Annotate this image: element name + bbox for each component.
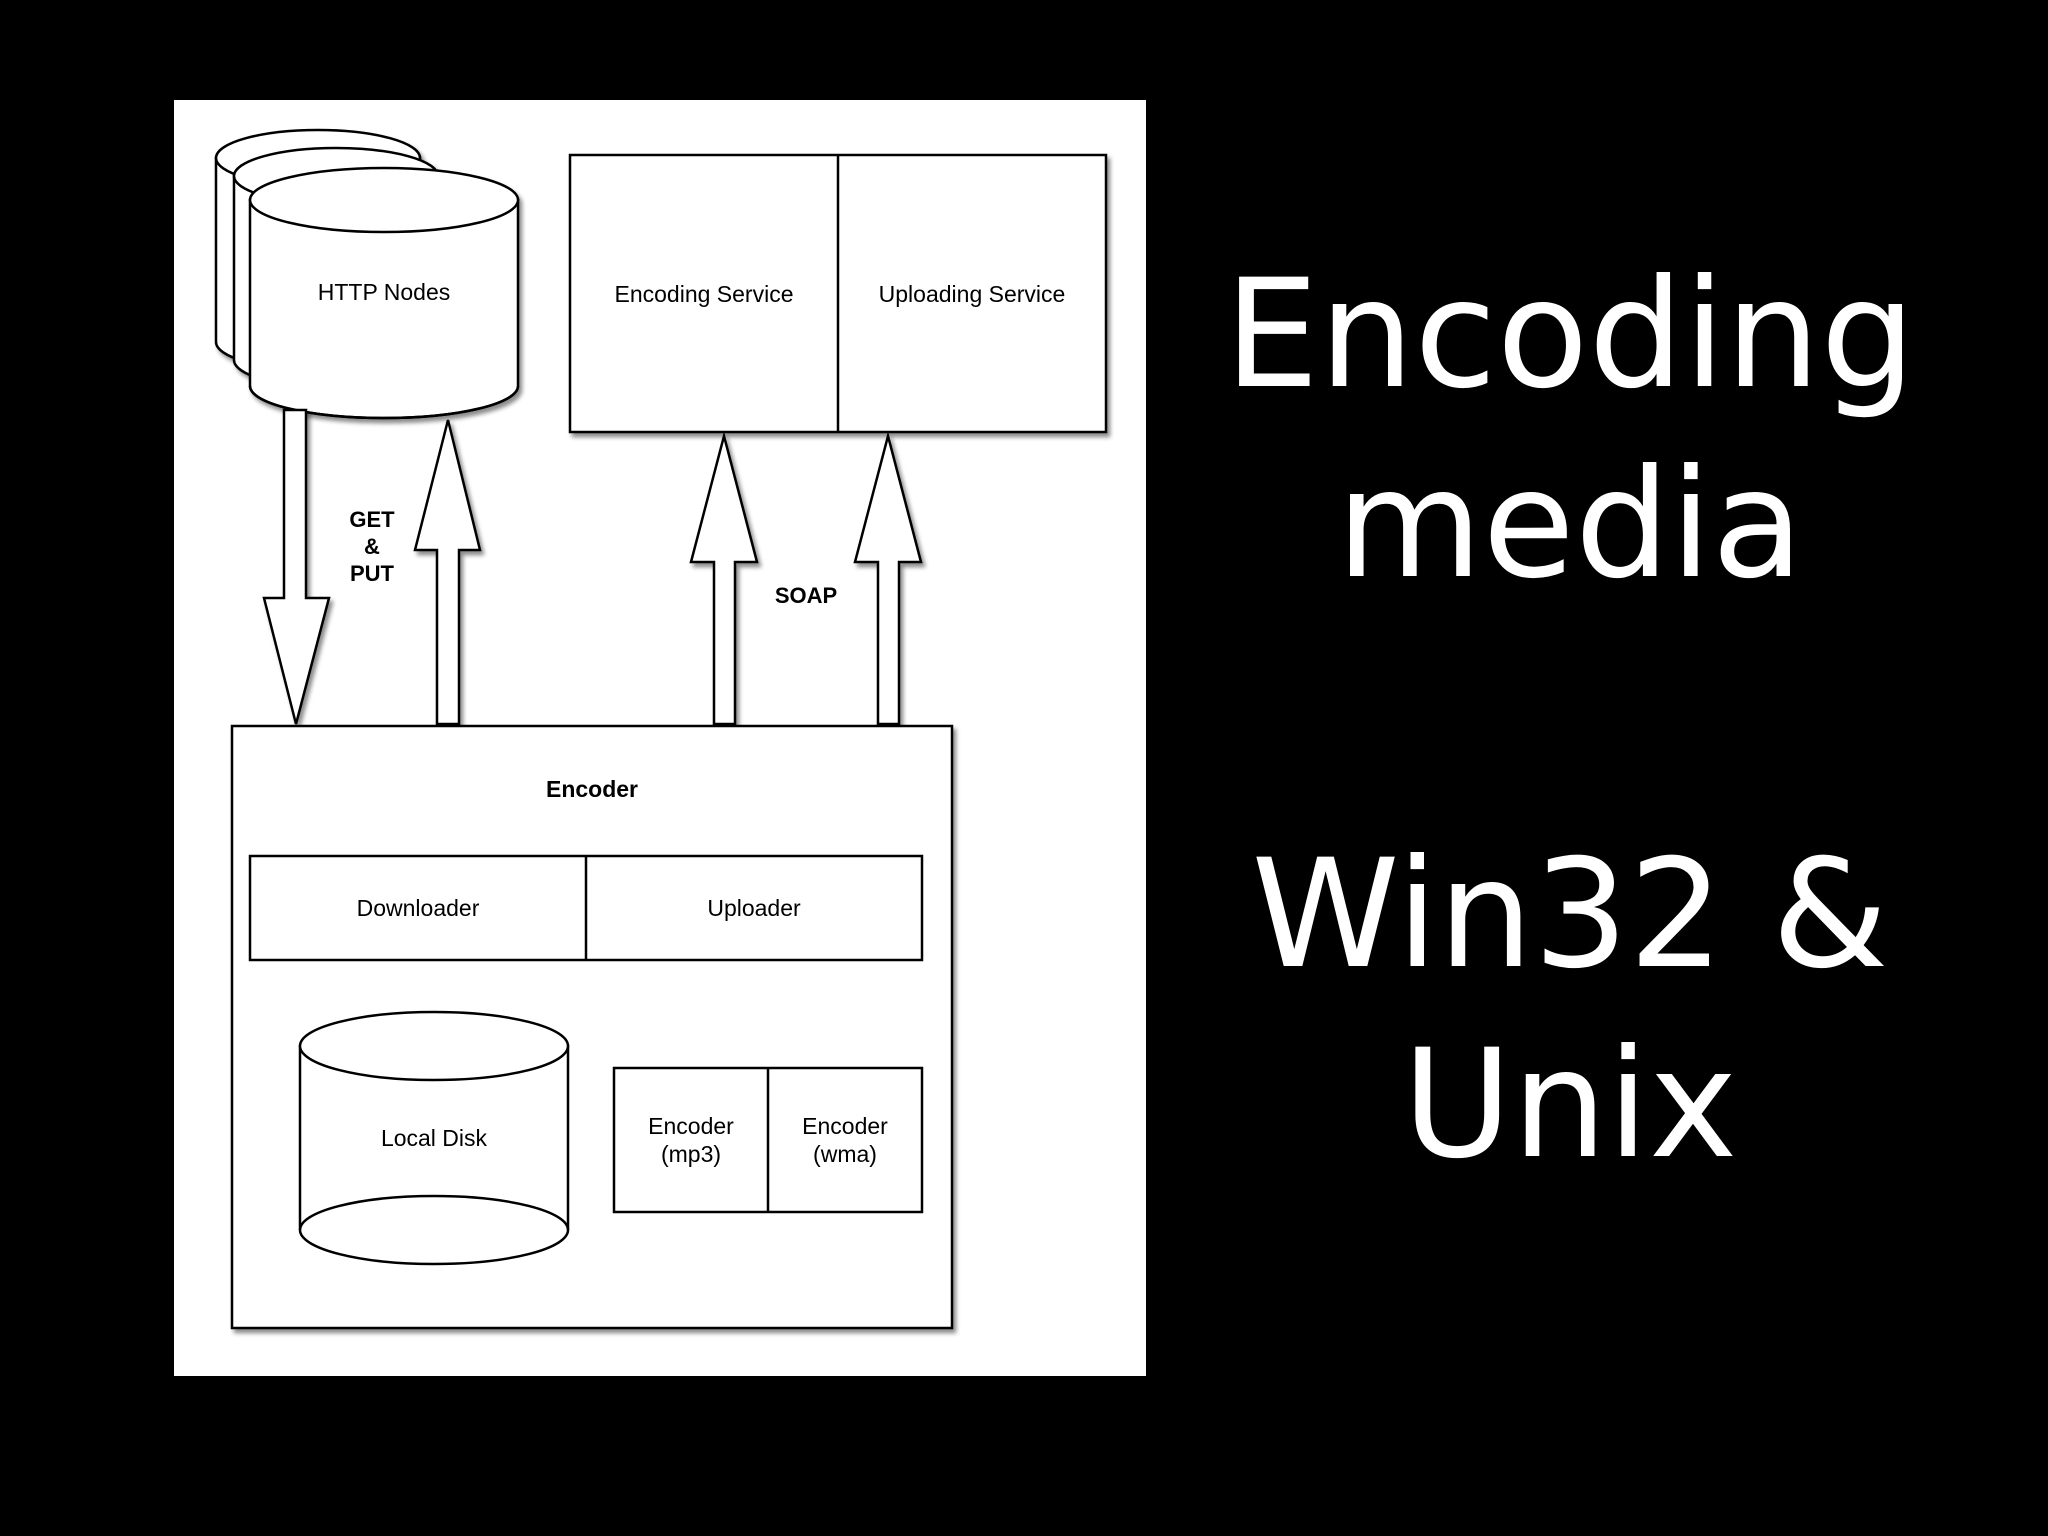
- slide-title-platforms: Win32 & Unix: [1190, 820, 1950, 1200]
- get-label: GET: [349, 507, 395, 532]
- put-arrow-up: [413, 419, 482, 726]
- encoder-wma-label: Encoder: [802, 1113, 888, 1139]
- title-line: Encoding: [1224, 248, 1916, 422]
- slide-title-encoding-media: Encoding media: [1190, 240, 1950, 620]
- local-disk-label: Local Disk: [381, 1125, 488, 1151]
- encoder-mp3-format: (mp3): [661, 1141, 721, 1167]
- ampersand-label: &: [364, 534, 380, 559]
- encoder-mp3-label: Encoder: [648, 1113, 734, 1139]
- soap-arrow-uploading-service: [853, 431, 923, 726]
- put-label: PUT: [350, 561, 395, 586]
- title-line: Win32 &: [1251, 828, 1889, 1002]
- soap-arrow-encoding-service: [689, 431, 759, 726]
- uploading-service-label: Uploading Service: [879, 281, 1066, 307]
- encoding-service-label: Encoding Service: [615, 281, 794, 307]
- uploader-label: Uploader: [707, 895, 801, 921]
- encoder-title: Encoder: [546, 776, 638, 802]
- title-line: media: [1336, 438, 1804, 612]
- downloader-label: Downloader: [357, 895, 480, 921]
- get-arrow-down: [262, 408, 331, 725]
- title-line: Unix: [1402, 1018, 1738, 1192]
- http-nodes-cylinder-stack: [214, 128, 520, 420]
- encoder-wma-format: (wma): [813, 1141, 877, 1167]
- local-disk-cylinder: [298, 1010, 570, 1266]
- http-nodes-label: HTTP Nodes: [318, 279, 451, 305]
- soap-label: SOAP: [775, 583, 837, 608]
